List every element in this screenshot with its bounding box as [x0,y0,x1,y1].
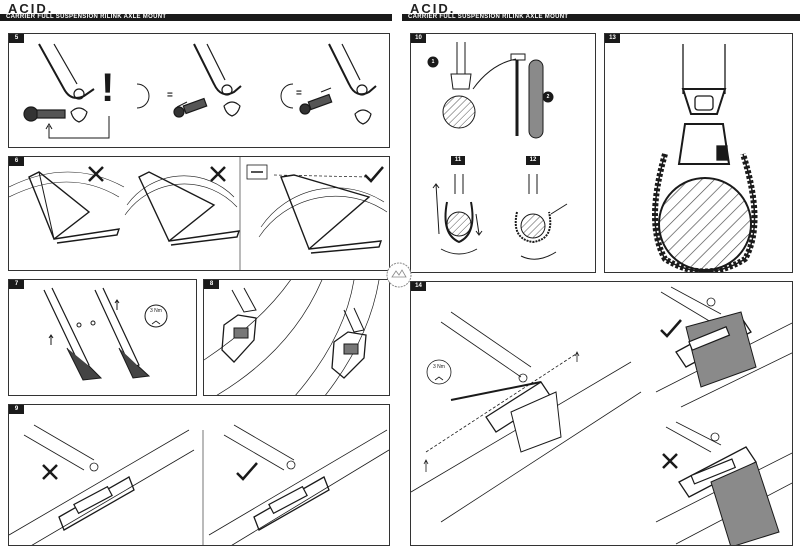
panel-step-9: 9 [8,404,390,546]
step-9-illustration [9,424,389,545]
substep-number: 11 [451,156,465,165]
cross-icon [210,166,226,182]
step-number: 14 [411,282,426,291]
cross-icon [662,453,678,469]
panel-step-5: 5 [8,33,390,148]
panel-step-14: 14 [410,281,793,546]
rotate-icon [136,83,150,109]
check-icon [660,319,682,338]
torque-badge [144,304,168,328]
panel-step-10: 10 [410,33,596,273]
check-icon [364,166,384,183]
step-number: 13 [605,34,620,43]
step-7-illustration [43,287,168,381]
cross-icon [42,464,58,480]
panel-step-7: 7 3 Nm [8,279,197,396]
step-number: 10 [411,34,426,43]
step-number: 6 [9,157,24,166]
step-number: 7 [9,280,24,289]
step-14-illustration [411,286,792,545]
equals-sign: = [296,88,302,99]
panel-step-6: 6 [8,156,390,271]
panel-step-13: 13 [604,33,793,273]
header-title-right: CARRIER FULL SUSPENSION RILINK AXLE MOUN… [402,14,800,21]
step-6-illustration [9,157,388,270]
substep-number: 12 [526,156,540,165]
torque-value: 3 Nm [150,308,162,314]
seal-logo-icon [386,262,412,288]
allen-key-icon [434,376,444,381]
panel-step-8: 8 [203,279,390,396]
exclamation-mark: ! [101,66,115,110]
step-8-illustration [204,280,380,395]
step-10-illustration [427,42,568,260]
torque-badge [426,359,452,385]
bolt-icon [23,106,66,122]
brand-logo-left: ACID. [8,1,54,16]
check-icon [236,462,258,481]
torque-value: 3 Nm [433,364,445,370]
step-number: 9 [9,405,24,414]
header-title-left: CARRIER FULL SUSPENSION RILINK AXLE MOUN… [0,14,392,21]
allen-key-icon [151,320,161,325]
callout-2: 2 [546,94,550,100]
cross-icon [88,166,104,182]
step-13-illustration [652,44,758,272]
brand-logo-right: ACID. [410,1,456,16]
step-5-illustration [23,43,377,139]
step-number: 5 [9,34,24,43]
callout-1: 1 [431,59,435,65]
equals-sign: = [167,90,173,101]
step-number: 8 [204,280,219,289]
